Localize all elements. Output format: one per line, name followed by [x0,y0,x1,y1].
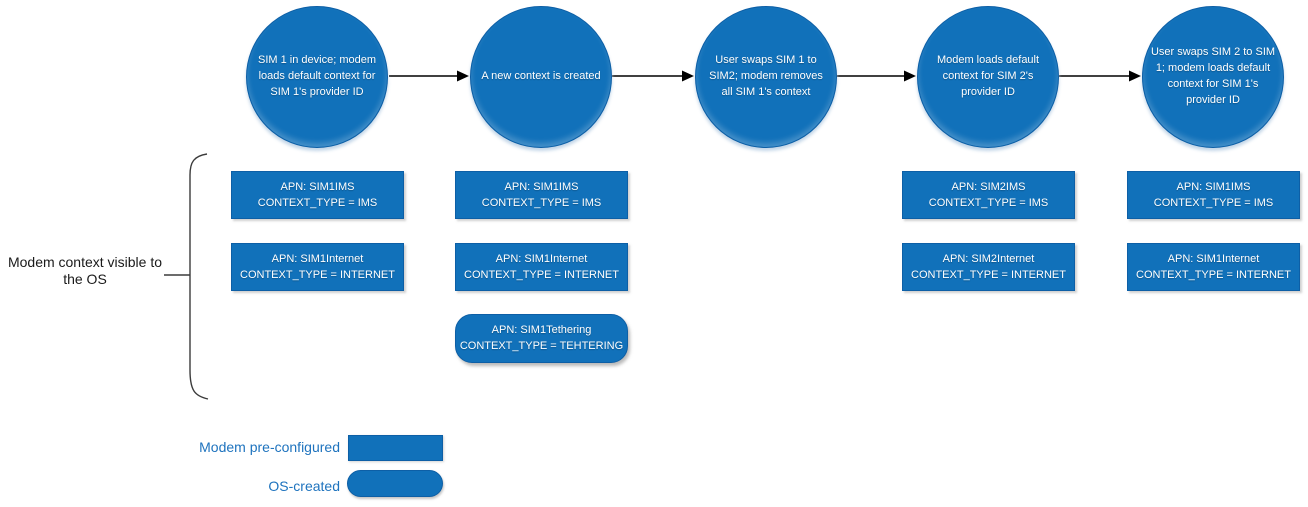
context-apn: APN: SIM1IMS [504,180,579,193]
context-box-preconfigured: APN: SIM2IMS CONTEXT_TYPE = IMS [902,171,1075,219]
flow-arrow [837,70,916,82]
legend-label-modem-preconfigured: Modem pre-configured [199,439,340,455]
legend-swatch-pill [347,470,443,497]
context-box-preconfigured: APN: SIM1Internet CONTEXT_TYPE = INTERNE… [455,243,628,291]
context-box-preconfigured: APN: SIM1IMS CONTEXT_TYPE = IMS [231,171,404,219]
context-type: CONTEXT_TYPE = INTERNET [240,268,395,281]
context-type: CONTEXT_TYPE = INTERNET [1136,268,1291,281]
stage-circle-label: Modem loads default context for SIM 2's … [936,54,1040,98]
legend-swatch-rectangle [348,435,443,461]
stage-circle-label: User swaps SIM 1 to SIM2; modem removes … [709,54,823,98]
context-apn: APN: SIM1Internet [1167,252,1260,265]
context-box-preconfigured: APN: SIM1IMS CONTEXT_TYPE = IMS [1127,171,1300,219]
context-type: CONTEXT_TYPE = INTERNET [464,268,619,281]
curly-brace [164,153,209,400]
stage-circle-4: Modem loads default context for SIM 2's … [917,6,1059,148]
context-type: CONTEXT_TYPE = IMS [481,196,602,209]
context-box-preconfigured: APN: SIM1Internet CONTEXT_TYPE = INTERNE… [231,243,404,291]
context-apn: APN: SIM1Internet [271,252,364,265]
context-type: CONTEXT_TYPE = TEHTERING [459,340,624,352]
context-type: CONTEXT_TYPE = IMS [928,196,1049,209]
flow-arrow [389,70,469,82]
context-apn: APN: SIM1Internet [495,252,588,265]
stage-circle-1: SIM 1 in device; modem loads default con… [246,6,388,148]
context-box-os-created: APN: SIM1Tethering CONTEXT_TYPE = TEHTER… [455,314,628,363]
stage-circle-5: User swaps SIM 2 to SIM 1; modem loads d… [1142,6,1284,148]
brace-label: Modem context visible to the OS [7,254,163,287]
legend-label-os-created: OS-created [268,478,340,494]
context-type: CONTEXT_TYPE = IMS [1153,196,1274,209]
context-apn: APN: SIM1Tethering [491,324,592,337]
stage-circle-label: User swaps SIM 2 to SIM 1; modem loads d… [1150,46,1276,106]
stage-circle-3: User swaps SIM 1 to SIM2; modem removes … [695,6,837,148]
context-apn: APN: SIM2IMS [951,180,1026,193]
context-type: CONTEXT_TYPE = IMS [257,196,378,209]
context-apn: APN: SIM1IMS [1176,180,1251,193]
context-apn: APN: SIM1IMS [280,180,355,193]
context-apn: APN: SIM2Internet [942,252,1035,265]
context-box-preconfigured: APN: SIM1IMS CONTEXT_TYPE = IMS [455,171,628,219]
flow-arrow [612,70,694,82]
flow-arrow [1059,70,1141,82]
stage-circle-label: A new context is created [481,70,601,83]
context-box-preconfigured: APN: SIM2Internet CONTEXT_TYPE = INTERNE… [902,243,1075,291]
stage-circle-2: A new context is created [470,6,612,148]
context-box-preconfigured: APN: SIM1Internet CONTEXT_TYPE = INTERNE… [1127,243,1300,291]
context-type: CONTEXT_TYPE = INTERNET [911,268,1066,281]
stage-circle-label: SIM 1 in device; modem loads default con… [258,54,376,98]
